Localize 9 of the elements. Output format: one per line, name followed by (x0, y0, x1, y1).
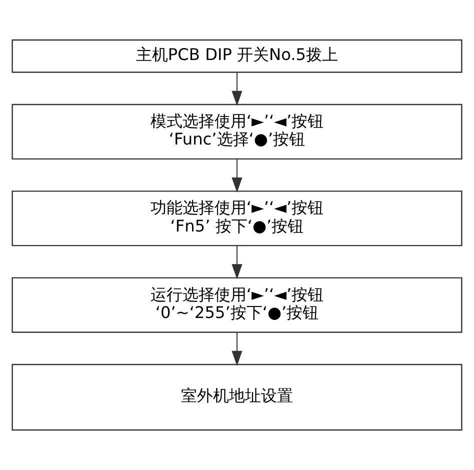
node-box: 室外机地址设置 (12, 364, 462, 431)
arrow (232, 159, 242, 193)
node-box: 运行选择使用‘►’‘◄’按钮 ‘0’~‘255’按下‘●’按钮 (12, 277, 462, 333)
node-box: 主机PCB DIP 开关No.5拨上 (12, 39, 462, 73)
arrow (232, 72, 242, 106)
arrow (232, 246, 242, 280)
arrow (232, 332, 242, 366)
node-box: 功能选择使用‘►’‘◄’按钮 ‘Fn5’ 按下‘●’按钮 (12, 190, 462, 246)
node-box: 模式选择使用‘►’‘◄’按钮 ‘Func’选择‘●’按钮 (12, 104, 462, 160)
